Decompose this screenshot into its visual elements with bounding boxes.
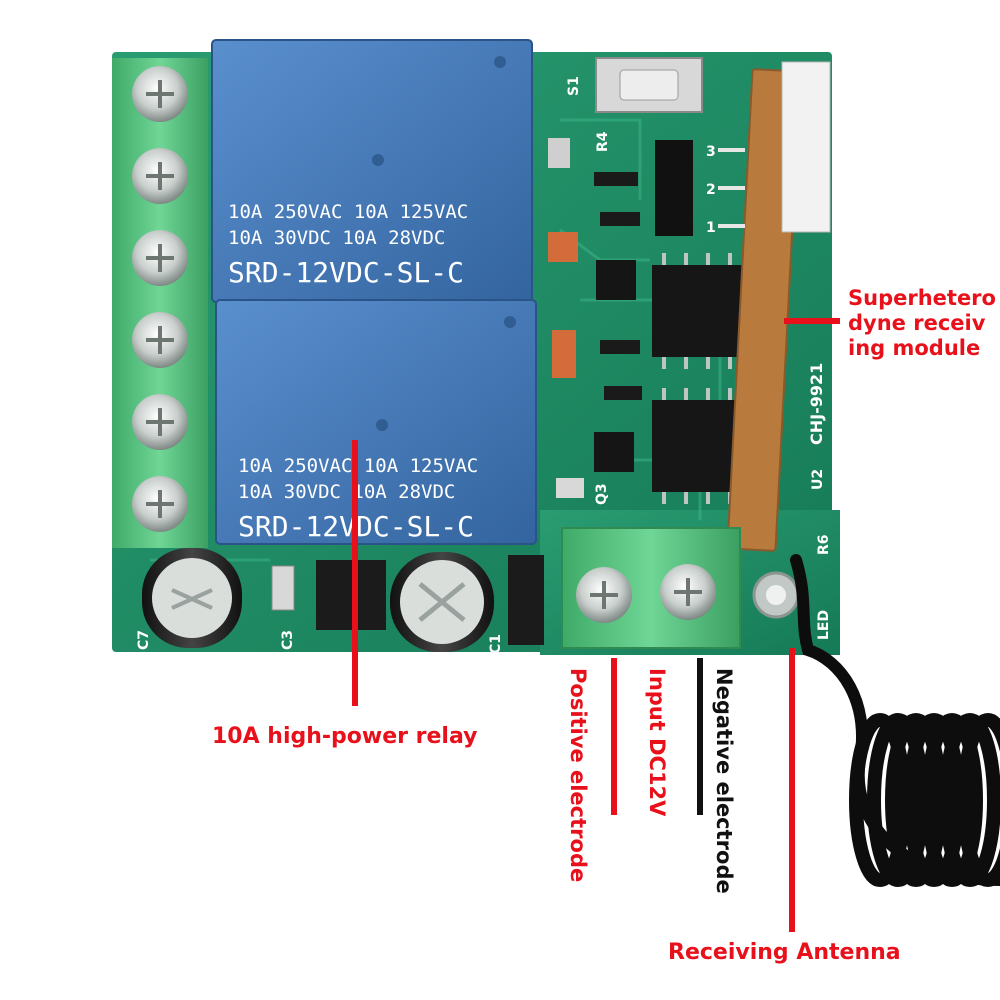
mounting-hole — [752, 571, 800, 619]
silk-c3: C3 — [280, 630, 296, 650]
electrolytic-capacitor-middle — [390, 552, 494, 652]
screw-slot — [146, 490, 174, 518]
silk-c7: C7 — [136, 630, 152, 650]
power-input-terminal-block — [561, 527, 741, 649]
antenna-wire — [790, 554, 1000, 887]
ic-chip-lower — [652, 388, 744, 504]
ic-chip-upper — [652, 253, 744, 369]
relay-bottom-spec-line1: 10A 250VAC 10A 125VAC — [238, 455, 478, 477]
screw-terminal-block-left — [112, 58, 208, 548]
callout-superhet-line1: Superhetero — [848, 286, 996, 310]
antenna-coil-turn — [939, 713, 1000, 887]
screw-slot — [146, 80, 174, 108]
relay-top-spec-line2: 10A 30VDC 10A 28VDC — [228, 227, 445, 249]
relay-bottom-spec-line2: 10A 30VDC 10A 28VDC — [238, 481, 455, 503]
silk-pin-2: 2 — [706, 182, 716, 198]
callout-superhet-line3: ing module — [848, 336, 981, 360]
screw-slot — [146, 162, 174, 190]
silk-r6: R6 — [816, 534, 832, 555]
relay-top-spec-line1: 10A 250VAC 10A 125VAC — [228, 201, 468, 223]
silk-r4: R4 — [595, 131, 611, 152]
callout-superhet-line2: dyne receiv — [848, 311, 986, 335]
callout-relay: 10A high-power relay — [212, 724, 478, 749]
relay-top-model: SRD-12VDC-SL-C — [228, 256, 464, 289]
antenna-coil-turn — [957, 713, 1000, 887]
smd-components — [548, 138, 693, 498]
silk-led: LED — [816, 610, 832, 640]
callout-lines — [352, 318, 840, 932]
silk-c1: C1 — [488, 634, 504, 654]
callout-superheterodyne-module: Superhetero dyne receiv ing module — [848, 286, 996, 361]
silk-s1: S1 — [566, 76, 582, 96]
silk-q3: Q3 — [594, 483, 610, 505]
module-silkscreen: CHJ-9921 — [807, 363, 826, 445]
screw-slot — [146, 408, 174, 436]
silk-u2: U2 — [810, 469, 826, 490]
smd-bottom-parts — [271, 555, 544, 645]
silk-pin-1: 1 — [706, 220, 716, 236]
antenna-coil-turn — [921, 713, 983, 887]
screw-slot — [146, 244, 174, 272]
superheterodyne-receiver-module — [718, 61, 831, 552]
callout-input-dc12v: Input DC12V — [645, 668, 669, 817]
callout-positive-electrode: Positive electrode — [566, 668, 590, 883]
silk-pin-3: 3 — [706, 144, 716, 160]
electrolytic-capacitor-left — [142, 548, 242, 648]
push-button-switch — [595, 57, 703, 113]
callout-receiving-antenna: Receiving Antenna — [668, 940, 901, 965]
callout-negative-electrode: Negative electrode — [712, 668, 736, 894]
screw-slot — [146, 326, 174, 354]
relay-bottom — [215, 299, 537, 545]
